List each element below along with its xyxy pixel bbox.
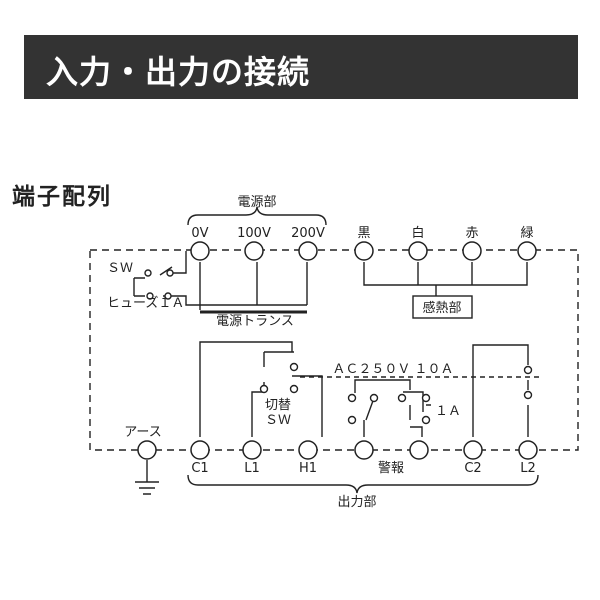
relay-contact xyxy=(523,365,533,375)
output-section-label: 出力部 xyxy=(337,495,376,510)
top-terminal-label: 白 xyxy=(411,225,424,241)
selector-switch-wire xyxy=(263,351,323,437)
rating-label: ＡＣ２５０Ｖ １０Ａ xyxy=(332,362,453,377)
relay-contact xyxy=(421,415,431,425)
output-section-bracket xyxy=(187,474,539,494)
selector-switch-label: 切替 xyxy=(265,398,291,413)
bottom-terminal-label: C2 xyxy=(464,461,481,476)
top-terminal-label: 赤 xyxy=(465,226,478,241)
header-banner: 入力・出力の接続 xyxy=(24,35,578,99)
switch-wire xyxy=(133,251,187,296)
power-section-bracket xyxy=(187,206,327,226)
terminal-l1 xyxy=(242,440,262,460)
bottom-terminal-label: C1 xyxy=(191,461,208,476)
top-terminal-label: 緑 xyxy=(520,226,533,241)
fuse-label: ヒューズ１Ａ xyxy=(107,295,184,311)
enclosure-dashed-outline xyxy=(89,249,579,451)
terminal-c2 xyxy=(463,440,483,460)
earth-label: アース xyxy=(124,425,162,440)
terminal-white xyxy=(408,241,428,261)
terminal-l2 xyxy=(518,440,538,460)
sensor-wire xyxy=(363,262,528,296)
sensor-section-label: 感熱部 xyxy=(422,300,461,316)
bottom-terminal-label: L1 xyxy=(244,461,260,476)
relay-contact xyxy=(397,393,407,403)
terminal-c1 xyxy=(190,440,210,460)
bottom-terminal-label: L2 xyxy=(520,461,536,476)
fuse-contact xyxy=(164,292,172,300)
relay-fuse-label: １Ａ xyxy=(435,404,461,419)
c1-wire xyxy=(199,341,293,437)
top-terminal-label: 100V xyxy=(237,226,271,241)
terminal-100v xyxy=(244,241,264,261)
terminal-black xyxy=(354,241,374,261)
terminal-red xyxy=(462,241,482,261)
bottom-terminal-label: H1 xyxy=(299,461,317,476)
bottom-terminal-label: 警報 xyxy=(378,460,404,476)
terminal-alarm-2 xyxy=(409,440,429,460)
terminal-earth xyxy=(137,440,157,460)
terminal-200v xyxy=(298,241,318,261)
switch-label: ＳＷ xyxy=(107,261,133,276)
selector-switch-label: ＳＷ xyxy=(265,413,291,428)
top-terminal-label: 200V xyxy=(291,226,325,241)
fuse-contact xyxy=(146,292,154,300)
alarm-relay-wire xyxy=(354,379,431,437)
selector-contact xyxy=(289,362,299,372)
c2-l2-wire xyxy=(472,344,529,437)
terminal-0v xyxy=(190,241,210,261)
earth-symbol xyxy=(135,481,159,495)
selector-contact xyxy=(259,384,269,394)
relay-contact xyxy=(347,415,357,425)
sensor-box xyxy=(412,295,473,319)
relay-contact xyxy=(347,393,357,403)
page-title: 入力・出力の接続 xyxy=(46,53,311,91)
power-section-label: 電源部 xyxy=(237,195,276,210)
terminal-green xyxy=(517,241,537,261)
top-terminal-label: 0V xyxy=(191,226,208,241)
switch-contact xyxy=(166,269,174,277)
section-title: 端子配列 xyxy=(12,184,112,210)
transformer-wire xyxy=(199,262,308,310)
relay-contact xyxy=(369,393,379,403)
switch-contact xyxy=(144,269,152,277)
fuse-wire xyxy=(134,295,200,306)
top-terminal-label: 黒 xyxy=(357,226,370,241)
terminal-alarm-1 xyxy=(354,440,374,460)
terminal-h1 xyxy=(298,440,318,460)
transformer-label: 電源トランス xyxy=(216,314,294,329)
relay-contact xyxy=(523,390,533,400)
relay-contact xyxy=(421,393,431,403)
selector-contact xyxy=(289,384,299,394)
selector-l1-wire xyxy=(251,391,264,437)
